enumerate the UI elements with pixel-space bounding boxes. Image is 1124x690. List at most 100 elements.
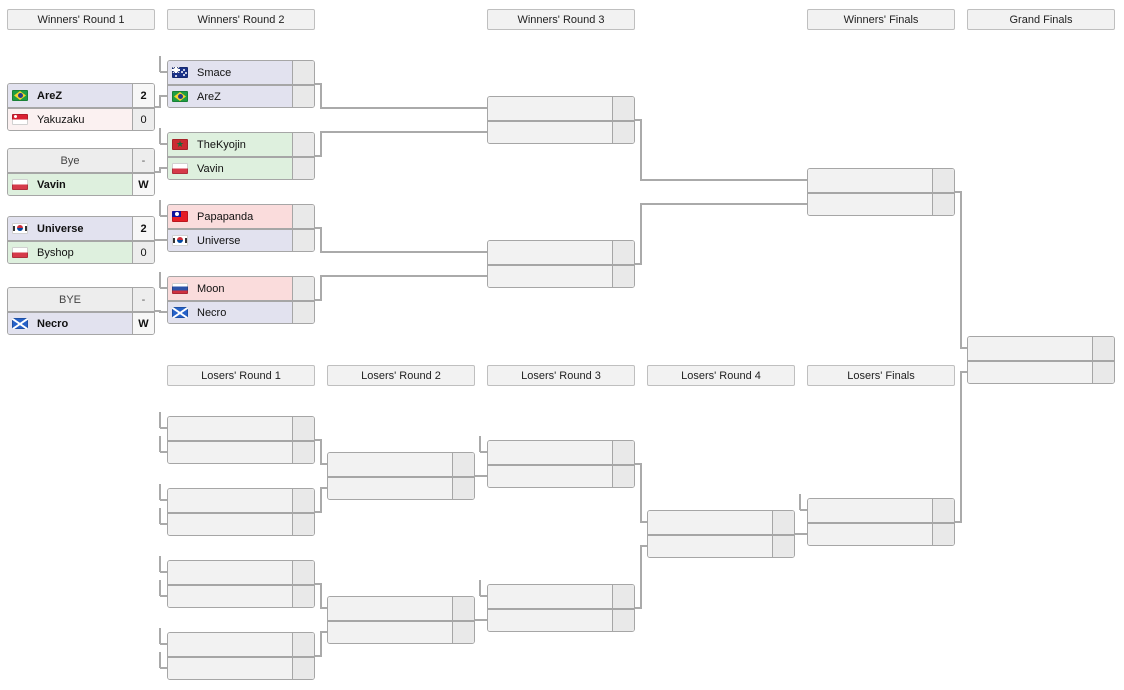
player-name[interactable]: Vavin — [37, 178, 66, 191]
flag-russia-icon — [172, 283, 188, 294]
player-row: Papapanda — [168, 205, 314, 228]
player-row — [488, 608, 634, 631]
player-row: Moon — [168, 277, 314, 300]
player-row — [488, 464, 634, 487]
connector-line — [321, 607, 328, 609]
connector-line — [160, 167, 168, 169]
connector-line — [321, 487, 328, 489]
player-row: Universe 2 — [8, 217, 154, 240]
score-cell — [1092, 362, 1114, 383]
connector-line — [640, 463, 642, 523]
connector-line — [159, 167, 161, 173]
score-cell: 2 — [132, 217, 154, 240]
player-row — [648, 511, 794, 534]
connector-line — [320, 631, 322, 657]
score-cell — [292, 230, 314, 251]
score-cell — [452, 453, 474, 476]
connector-line — [315, 83, 322, 85]
connector-line — [795, 533, 802, 535]
connector-stub — [160, 667, 167, 669]
connector-line — [635, 463, 642, 465]
connector-stub — [159, 200, 161, 216]
match-lr1m3 — [167, 560, 315, 608]
connector-line — [315, 227, 322, 229]
player-name[interactable]: Smace — [197, 66, 232, 79]
player-row — [488, 120, 634, 143]
match-wr3m2 — [487, 240, 635, 288]
player-row: TheKyojin — [168, 133, 314, 156]
score-cell — [292, 658, 314, 679]
score-cell: - — [132, 149, 154, 172]
connector-line — [160, 95, 168, 97]
score-cell — [292, 205, 314, 228]
player-name[interactable]: Necro — [197, 306, 227, 319]
header-losers-finals: Losers' Finals — [807, 365, 955, 386]
connector-line — [155, 239, 161, 241]
connector-line — [641, 545, 648, 547]
player-name[interactable]: Moon — [197, 282, 225, 295]
connector-line — [160, 311, 168, 313]
connector-stub — [480, 595, 487, 597]
flag-southkorea-icon — [172, 235, 188, 246]
score-cell — [292, 633, 314, 656]
score-cell — [932, 499, 954, 522]
player-row — [808, 499, 954, 522]
connector-line — [315, 299, 322, 301]
player-row: Smace — [168, 61, 314, 84]
player-name[interactable]: Universe — [197, 234, 241, 247]
connector-stub — [800, 509, 807, 511]
player-row — [648, 534, 794, 557]
connector-line — [315, 155, 322, 157]
connector-stub — [160, 143, 167, 145]
connector-line — [320, 439, 322, 465]
player-name[interactable]: Byshop — [37, 246, 74, 259]
player-name[interactable]: Yakuzaku — [37, 113, 85, 126]
header-winners-round-3: Winners' Round 3 — [487, 9, 635, 30]
flag-poland-icon — [172, 163, 188, 174]
connector-line — [481, 619, 488, 621]
player-row — [488, 97, 634, 120]
connector-line — [321, 251, 488, 253]
score-cell — [612, 610, 634, 631]
player-name[interactable]: AreZ — [37, 89, 63, 102]
player-name[interactable]: Universe — [37, 222, 84, 235]
score-cell: W — [132, 313, 154, 334]
connector-line — [320, 583, 322, 609]
match-wf — [807, 168, 955, 216]
connector-line — [321, 463, 328, 465]
connector-stub — [159, 56, 161, 72]
match-lf — [807, 498, 955, 546]
connector-stub — [160, 499, 167, 501]
flag-scotland-icon — [12, 318, 28, 329]
player-name[interactable]: Papapanda — [197, 210, 254, 223]
score-cell — [452, 478, 474, 499]
player-row: Universe — [168, 228, 314, 251]
score-cell — [292, 158, 314, 179]
connector-line — [801, 533, 808, 535]
connector-line — [475, 475, 482, 477]
player-row — [328, 597, 474, 620]
connector-stub — [160, 215, 167, 217]
connector-line — [960, 191, 962, 349]
player-name[interactable]: Necro — [37, 317, 69, 330]
player-name[interactable]: Vavin — [197, 162, 224, 175]
player-name[interactable]: AreZ — [197, 90, 221, 103]
header-losers-round-1: Losers' Round 1 — [167, 365, 315, 386]
player-name[interactable]: TheKyojin — [197, 138, 246, 151]
flag-scotland-icon — [172, 307, 188, 318]
player-row — [168, 489, 314, 512]
match-lr1m2 — [167, 488, 315, 536]
player-row — [168, 561, 314, 584]
player-row — [328, 453, 474, 476]
score-cell — [292, 277, 314, 300]
player-name: Bye — [60, 154, 80, 167]
connector-stub — [160, 451, 167, 453]
player-row: Bye - — [8, 149, 154, 172]
